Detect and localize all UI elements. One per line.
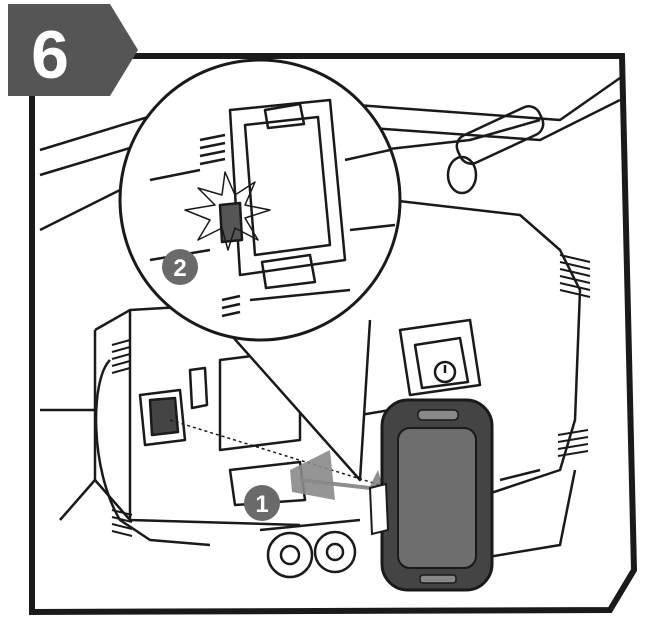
zoom-callout-pointer (199, 299, 372, 482)
insert-arrow (300, 460, 385, 510)
device-mount-clip (368, 482, 390, 536)
callout-1-label: 1 (255, 491, 268, 518)
device-bottom-notch (419, 574, 457, 584)
insert-arrow-head (290, 450, 335, 500)
callout-2-label: 2 (173, 255, 186, 282)
device-screen (397, 427, 477, 569)
device (368, 398, 494, 592)
device-top-notch (417, 409, 459, 421)
alignment-guide (169, 419, 381, 486)
callout-1-circle (244, 485, 280, 521)
step-tab (8, 4, 138, 96)
step-number: 6 (31, 17, 69, 93)
callout-2-circle (162, 249, 198, 285)
